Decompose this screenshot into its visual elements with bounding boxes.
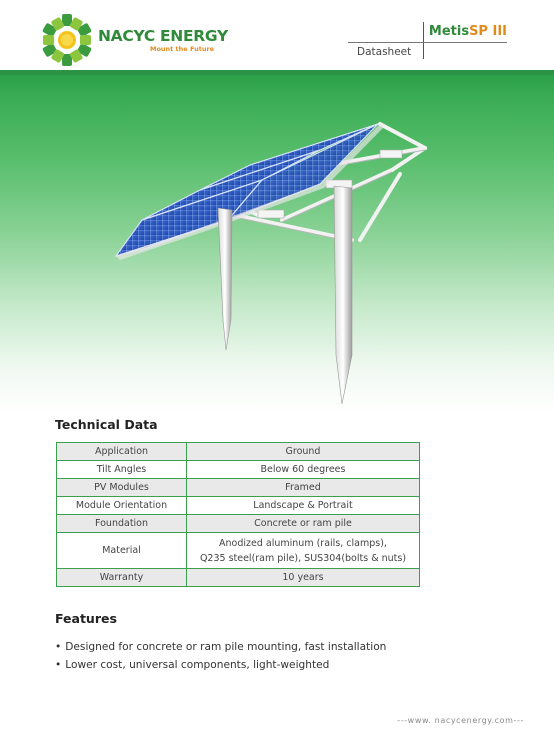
- product-series: SP III: [469, 24, 507, 39]
- table-row: PV Modules Framed: [56, 478, 420, 497]
- row-label: Foundation: [56, 514, 187, 533]
- row-value: Framed: [186, 478, 420, 497]
- row-value-line: Anodized aluminum (rails, clamps),: [219, 537, 387, 549]
- company-name: NACYC ENERGY: [98, 27, 228, 45]
- list-item: Lower cost, universal components, light-…: [55, 656, 386, 674]
- nacyc-logo-icon: [42, 14, 92, 66]
- hero-background: [0, 70, 554, 412]
- table-row: Tilt Angles Below 60 degrees: [56, 460, 420, 479]
- row-label: Application: [56, 442, 187, 461]
- row-value: Anodized aluminum (rails, clamps), Q235 …: [186, 532, 420, 569]
- table-row: Foundation Concrete or ram pile: [56, 514, 420, 533]
- company-tagline: Mount the Future: [150, 45, 215, 53]
- table-row: Warranty 10 years: [56, 568, 420, 587]
- page-header: NACYC ENERGY Mount the Future MetisSP II…: [0, 0, 554, 70]
- row-label: Module Orientation: [56, 496, 187, 515]
- row-value: 10 years: [186, 568, 420, 587]
- row-label: Warranty: [56, 568, 187, 587]
- row-value-line: Q235 steel(ram pile), SUS304(bolts & nut…: [199, 552, 407, 564]
- table-row: Application Ground: [56, 442, 420, 461]
- row-value: Ground: [186, 442, 420, 461]
- table-row: Material Anodized aluminum (rails, clamp…: [56, 532, 420, 569]
- hero-top-bar: [0, 70, 554, 75]
- solar-mount-illustration: [114, 122, 427, 405]
- header-divider-vertical: [423, 22, 424, 59]
- row-label: PV Modules: [56, 478, 187, 497]
- row-label: Material: [56, 532, 187, 569]
- row-value: Concrete or ram pile: [186, 514, 420, 533]
- features-list: Designed for concrete or ram pile mounti…: [55, 638, 386, 674]
- table-row: Module Orientation Landscape & Portrait: [56, 496, 420, 515]
- row-value: Landscape & Portrait: [186, 496, 420, 515]
- row-value: Below 60 degrees: [186, 460, 420, 479]
- logo-text: NACYC ENERGY Mount the Future: [98, 27, 228, 53]
- features-heading: Features: [55, 611, 117, 626]
- row-label: Tilt Angles: [56, 460, 187, 479]
- website-footer: ---www. nacycenergy.com---: [397, 716, 524, 725]
- header-divider-horizontal: [348, 42, 507, 43]
- list-item: Designed for concrete or ram pile mounti…: [55, 638, 386, 656]
- technical-data-table: Application Ground Tilt Angles Below 60 …: [56, 442, 420, 587]
- technical-data-heading: Technical Data: [55, 417, 158, 432]
- doc-type-label: Datasheet: [357, 46, 412, 58]
- product-name: Metis: [428, 24, 470, 39]
- product-title: MetisSP III: [429, 24, 507, 39]
